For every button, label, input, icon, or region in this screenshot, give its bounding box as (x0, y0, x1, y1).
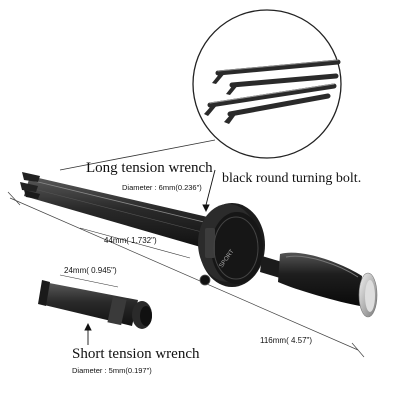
short-length-label: 24mm( 0.945") (64, 266, 117, 275)
zoom-detail (59, 9, 342, 171)
handle (278, 252, 378, 318)
turning-knob: SPORT (198, 203, 265, 287)
long-wrench-diameter: Diameter : 6mm(0.236") (122, 183, 202, 192)
label-pointers (84, 169, 216, 345)
shaft-length-dimension (79, 227, 191, 259)
short-wrench-diameter: Diameter : 5mm(0.197") (72, 366, 152, 375)
short-tension-wrench (38, 274, 152, 329)
turning-bolt (260, 256, 282, 278)
shaft-length-label: 44mm( 1.732") (104, 236, 157, 245)
short-wrench-title: Short tension wrench (72, 346, 200, 362)
long-tension-wrench (20, 172, 212, 248)
total-length-dimension (7, 191, 365, 358)
long-wrench-title: Long tension wrench (86, 160, 213, 176)
turning-bolt-label: black round turning bolt. (222, 171, 362, 186)
total-length-label: 116mm( 4.57") (260, 336, 313, 345)
